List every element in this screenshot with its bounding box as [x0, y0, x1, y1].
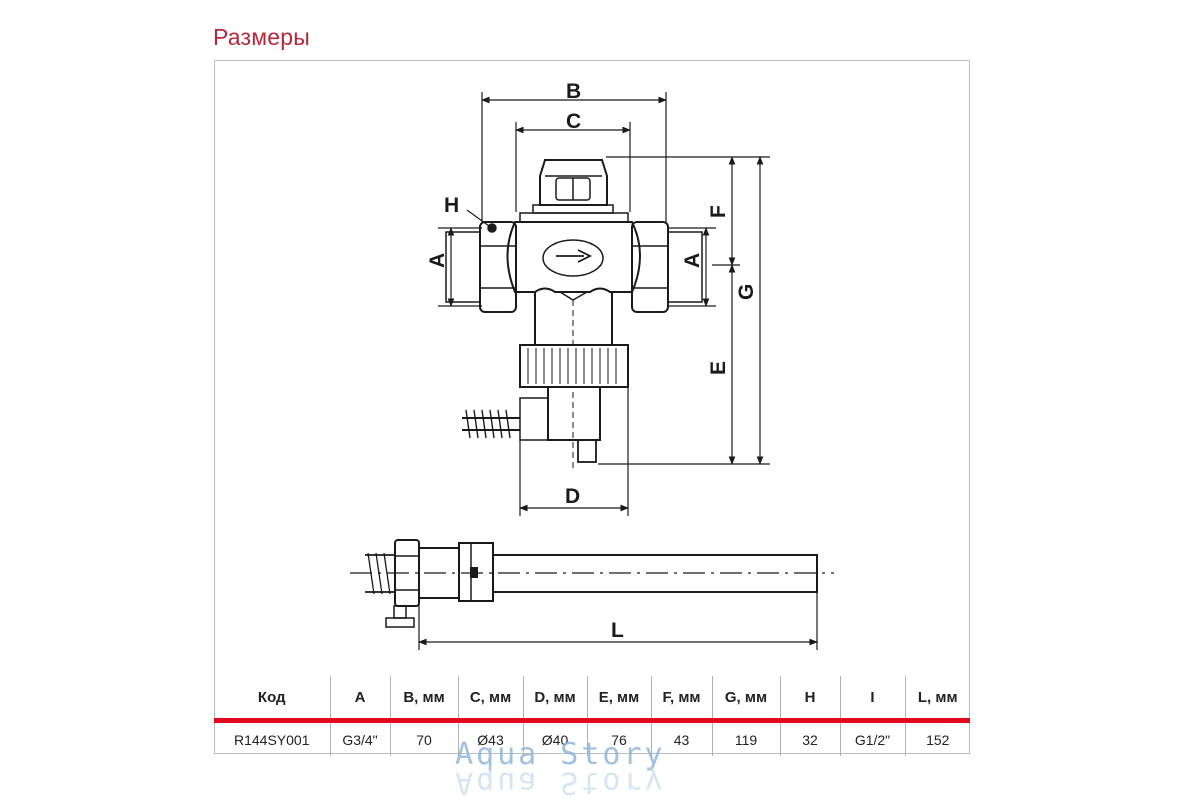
table-cell: 76: [586, 723, 651, 756]
table-cell: 119: [711, 723, 780, 756]
dim-label-f: F: [707, 205, 730, 218]
table-cell: Ø43: [457, 723, 523, 756]
header-cell: F, мм: [650, 676, 712, 718]
header-cell: B, мм: [389, 676, 458, 718]
dim-label-a-left: A: [426, 253, 449, 268]
watermark-reflection: Aqua Story: [455, 765, 666, 800]
table-cell: 43: [650, 723, 712, 756]
valve-front-view: [445, 159, 703, 470]
dimension-lines-front: [438, 92, 770, 516]
dimensions-table: Код A B, мм C, мм D, мм E, мм F, мм G, м…: [214, 676, 970, 756]
table-header-row: Код A B, мм C, мм D, мм E, мм F, мм G, м…: [214, 676, 970, 718]
header-cell: Код: [257, 688, 286, 706]
header-cell: H: [779, 676, 840, 718]
watermark: Aqua Story Aqua Story: [455, 737, 755, 801]
table-cell: G1/2": [839, 723, 905, 756]
dim-label-g: G: [735, 284, 758, 300]
header-cell: D, мм: [522, 676, 587, 718]
header-cell: G, мм: [711, 676, 780, 718]
table-cell: G3/4": [329, 723, 390, 756]
header-cell: C, мм: [457, 676, 523, 718]
probe-side-view: [350, 539, 834, 628]
dim-label-h: H: [444, 194, 459, 217]
dim-label-l: L: [611, 619, 624, 642]
table-cell: Ø40: [522, 723, 587, 756]
dim-label-a-right: A: [681, 253, 704, 268]
table-separator: [214, 718, 970, 723]
dim-label-d: D: [565, 485, 580, 508]
header-cell: E, мм: [586, 676, 651, 718]
dim-label-b: B: [566, 80, 581, 103]
header-cell: L, мм: [904, 676, 970, 718]
dimension-line-L: [418, 592, 818, 650]
table-cell: 152: [904, 723, 970, 756]
page-title: Размеры: [213, 24, 310, 50]
table-row: R144SY001 G3/4" 70 Ø43 Ø40 76 43 119 32 …: [214, 723, 970, 756]
header-cell: I: [839, 676, 905, 718]
header-cell: A: [329, 676, 390, 718]
table-cell: 32: [779, 723, 840, 756]
table-cell: 70: [389, 723, 458, 756]
watermark-text: Aqua Story: [455, 737, 666, 772]
dim-label-e: E: [707, 361, 730, 375]
dim-label-c: C: [566, 110, 581, 133]
table-cell: R144SY001: [233, 731, 310, 748]
